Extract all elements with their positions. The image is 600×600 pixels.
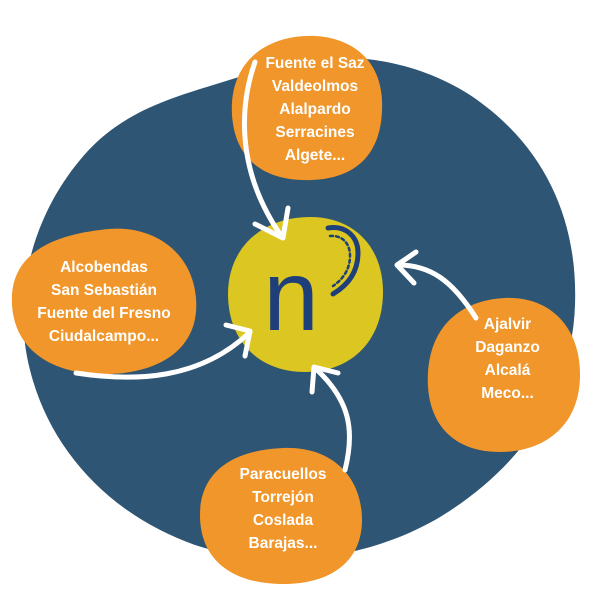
horseshoe-arc-icon [325, 225, 361, 297]
bubble-bottom-line: Paracuellos [239, 466, 327, 483]
bubble-left-line: Fuente del Fresno [37, 305, 171, 322]
arrow-left [73, 322, 253, 380]
bubble-right-text: Ajalvir Daganzo Alcalá Meco... [445, 313, 570, 405]
bubble-left-line: San Sebastián [51, 282, 157, 299]
bubble-top-line: Serracines [275, 124, 355, 141]
bubble-top-text: Fuente el Saz Valdeolmos Alalpardo Serra… [243, 52, 387, 167]
arrow-top [242, 59, 291, 241]
bubble-bottom-line: Barajas... [248, 535, 318, 552]
center-circle [228, 217, 383, 372]
bubble-right-line: Ajalvir [483, 316, 532, 333]
bubble-right-line: Daganzo [475, 339, 540, 356]
logo-letter: n [263, 240, 319, 352]
arrow-bottom [309, 364, 353, 473]
bubble-left-line: Ciudalcampo... [48, 328, 160, 345]
bubble-top-line: Fuente el Saz [265, 55, 365, 72]
bubble-bottom [200, 447, 362, 585]
bubble-top-line: Algete... [284, 147, 346, 164]
arrows [73, 59, 479, 473]
bubble-top-line: Valdeolmos [271, 78, 359, 95]
bubble-left-line: Alcobendas [60, 259, 148, 276]
bubble-right [427, 297, 580, 452]
bubble-bottom-text: Paracuellos Torrejón Coslada Barajas... [208, 463, 358, 555]
bubble-top [231, 35, 383, 181]
bubble-right-line: Alcalá [484, 362, 531, 379]
arrow-right [394, 249, 479, 321]
bubble-left [11, 228, 197, 375]
bubble-right-line: Meco... [481, 385, 534, 402]
bubble-bottom-line: Torrejón [252, 489, 314, 506]
bubble-bottom-line: Coslada [252, 512, 314, 529]
bubble-top-line: Alalpardo [279, 101, 351, 118]
bubble-left-text: Alcobendas San Sebastián Fuente del Fres… [18, 256, 190, 348]
